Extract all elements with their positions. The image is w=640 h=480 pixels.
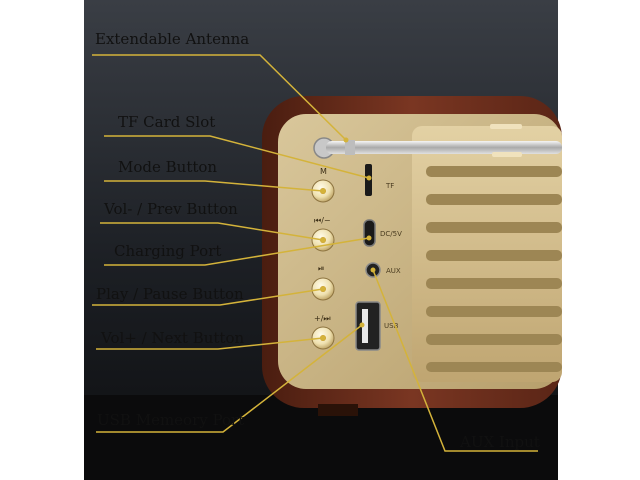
label-play-pause: Play / Pause Button [96,285,244,303]
label-vol-minus-prev: Vol- / Prev Button [104,200,238,218]
label-usb-memory-port: USB Memeory Port [97,411,245,429]
next-glyph: +/⏭ [314,314,331,323]
leader-antenna [92,54,347,141]
label-aux-input: AUX Input [460,433,540,451]
charging-port [363,219,376,247]
prev-glyph: ⏮/− [314,216,331,225]
leader-play [92,288,324,306]
leader-prev [100,222,324,241]
label-vol-plus-next: Vol+ / Next Button [101,329,245,347]
aux-panel-label: AUX [386,267,401,275]
label-tf-card-slot: TF Card Slot [118,113,216,131]
grille-slots [426,166,562,372]
leader-next-dot [320,335,326,341]
case-foot [318,404,358,416]
leader-aux [372,269,538,452]
tf-panel-label: TF [385,182,394,190]
leader-mode [104,180,324,192]
leader-play-dot [320,286,326,292]
leader-antenna-dot [343,137,349,143]
leader-tf [104,135,370,179]
dc-panel-label: DC/5V [380,230,402,238]
leader-mode-dot [320,188,326,194]
label-extendable-antenna: Extendable Antenna [95,30,250,48]
leader-next [96,337,324,350]
play-glyph: ⏯ [318,264,324,273]
leader-tf-dot [366,175,372,181]
label-mode-button: Mode Button [118,158,218,176]
mode-glyph: M [320,167,327,176]
leader-prev-dot [320,237,326,243]
leader-lines [92,54,538,452]
leader-usb-dot [359,322,365,328]
usb-panel-label: USB [384,322,399,330]
leader-charging-dot [366,235,372,241]
leader-usb [96,324,363,433]
leader-aux-dot [370,267,376,273]
leader-charging [104,237,370,266]
label-charging-port: Charging Port [114,242,222,260]
antenna [313,124,562,159]
